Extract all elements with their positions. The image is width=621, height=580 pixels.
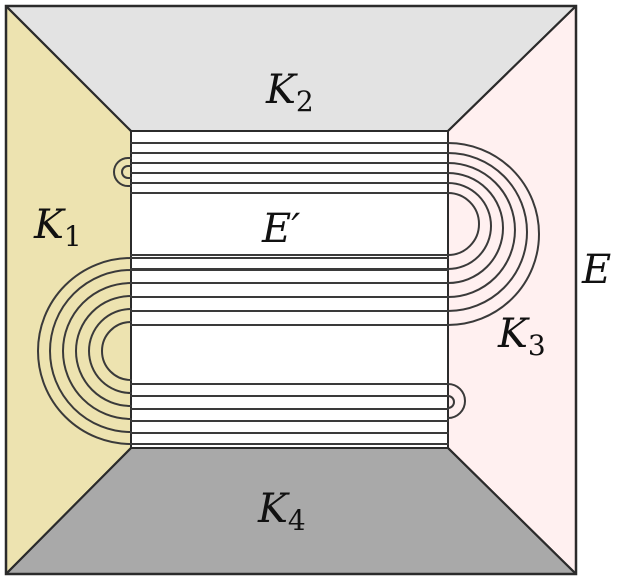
strip-strand-3: [130, 162, 516, 298]
strip-left-loop-1: [37, 257, 132, 445]
strip-left-loop-6: [101, 321, 132, 381]
label-e: E: [581, 247, 611, 293]
strip-strand-1: [130, 142, 540, 326]
strip-left-loop-4: [75, 295, 132, 407]
strip-left-loop-2: [49, 269, 132, 433]
strip-strand-2: [130, 152, 528, 312]
label-k1: K1: [33, 202, 82, 253]
strip-left-small-loop-inner: [121, 165, 132, 179]
label-k2: K2: [265, 67, 314, 118]
label-k4: K4: [257, 486, 306, 537]
outer-square-e: [4, 4, 578, 576]
label-e-prime: E′: [261, 206, 300, 252]
strip-left-loop-3: [62, 282, 132, 420]
folded-strip: [37, 142, 540, 445]
strip-strand-4: [130, 172, 504, 284]
diagonal-bottom-right: [447, 447, 577, 575]
strip-right-small-loop-inner: [447, 395, 455, 409]
diagonal-top-right: [447, 5, 577, 132]
strip-right-small-loop: [447, 383, 466, 419]
strip-strand-6: [130, 192, 480, 256]
diagonal-bottom-left: [5, 447, 132, 575]
strip-strand-5: [130, 182, 492, 270]
label-k3: K3: [497, 311, 546, 362]
inner-square-e-prime: [130, 130, 449, 449]
strip-left-small-loop: [113, 157, 132, 187]
diagonal-top-left: [5, 5, 132, 132]
strip-left-loop-5: [88, 308, 132, 394]
